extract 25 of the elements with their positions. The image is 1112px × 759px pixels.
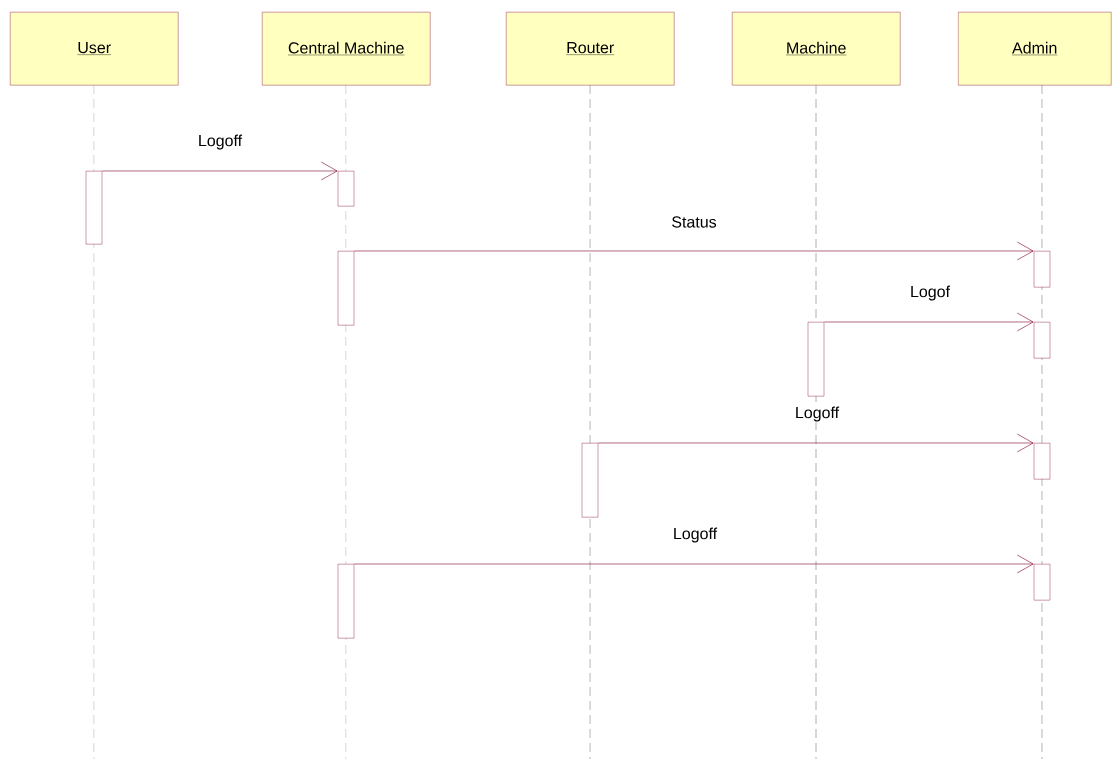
message-label: Logoff (196, 133, 244, 151)
message-arrow (597, 433, 1034, 453)
message-label: Logoff (671, 526, 719, 544)
activation-bar (337, 171, 355, 207)
lifeline-head: Machine (732, 12, 901, 86)
lifeline-head: Central Machine (262, 12, 431, 86)
activation-bar (807, 322, 825, 397)
message-arrow (101, 161, 338, 181)
activation-bar (1033, 251, 1051, 288)
activation-bar (337, 564, 355, 639)
message-arrow (353, 241, 1034, 261)
activation-bar (1033, 443, 1051, 480)
message-label: Logoff (793, 405, 841, 423)
message-label: Status (670, 215, 718, 229)
activation-bar (1033, 322, 1051, 359)
lifeline-head: Router (506, 12, 675, 86)
activation-bar (85, 171, 103, 245)
lifeline-head: Admin (958, 12, 1112, 86)
message-arrow (823, 312, 1034, 332)
activation-bar (581, 443, 599, 518)
lifeline-head: User (10, 12, 179, 86)
activation-bar (1033, 564, 1051, 601)
message-label: Logof (909, 284, 952, 302)
activation-bar (337, 251, 355, 326)
message-arrow (353, 554, 1034, 574)
